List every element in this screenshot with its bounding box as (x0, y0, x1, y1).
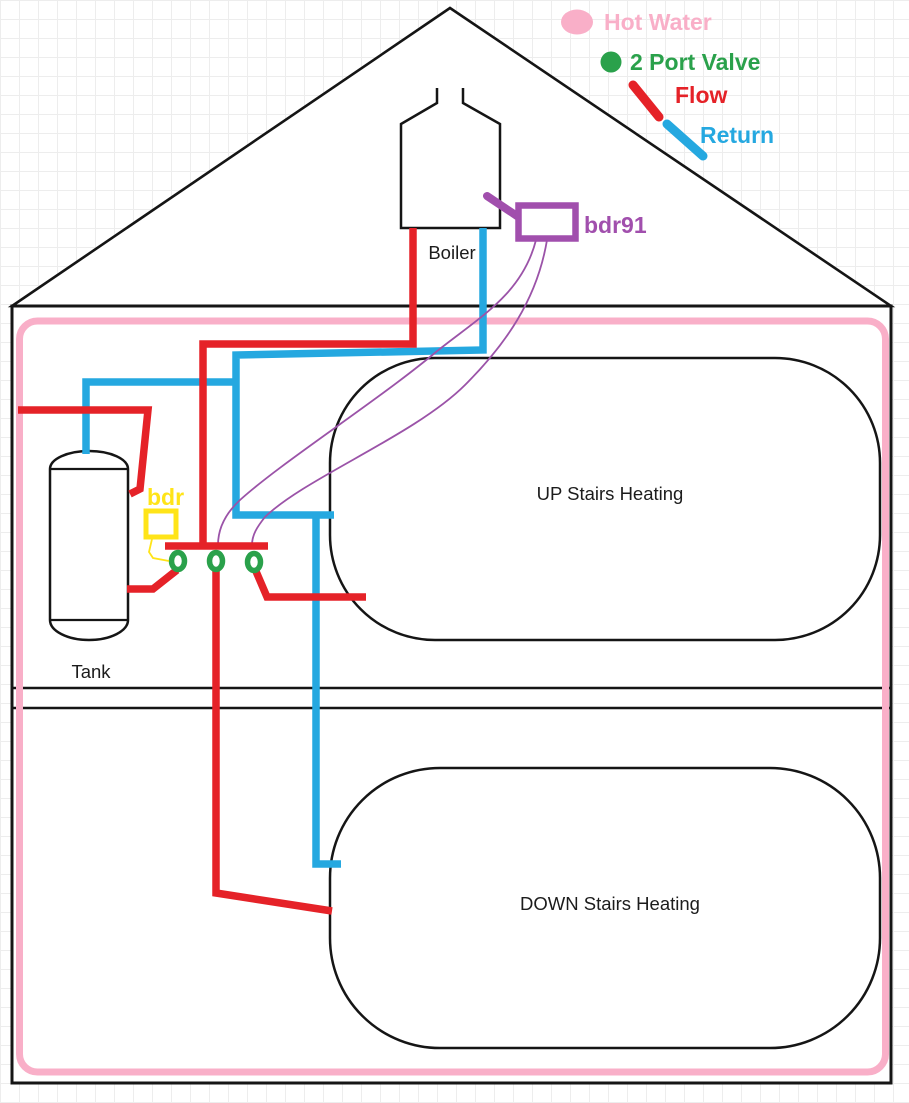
relay-wire-valve3 (251, 239, 548, 546)
tank-outline (48, 449, 130, 642)
hot-water-tank: Tank (48, 449, 130, 682)
boiler: Boiler (399, 88, 502, 263)
tank-end-seams (50, 467, 128, 622)
bdr91-box-icon (515, 202, 579, 242)
legend-valve-label: 2 Port Valve (630, 49, 760, 75)
boiler-return-pipe (232, 228, 487, 519)
downstairs-heating-label: DOWN Stairs Heating (520, 893, 700, 914)
boiler-outline (399, 88, 502, 230)
hot-water-loop-border (16, 317, 889, 1076)
tank-coil-pipe (127, 567, 180, 593)
tank-label: Tank (71, 661, 111, 682)
flow-pipes (18, 80, 664, 915)
relay-wire-valve2 (217, 239, 537, 546)
boiler-relay: bdr91 (483, 192, 647, 242)
upstairs-heating-label: UP Stairs Heating (537, 483, 684, 504)
downstairs-flow-riser (212, 568, 333, 915)
bdr-box-icon (143, 508, 179, 540)
tank-relay: bdr (143, 484, 184, 562)
upstairs-flow-pipe (251, 567, 366, 601)
legend-return-label: Return (700, 122, 774, 148)
bdr91-label: bdr91 (584, 212, 647, 238)
valve-downstairs-icon (206, 549, 226, 573)
bdr-wire (148, 538, 170, 562)
relay-wires (217, 239, 548, 546)
legend-valve-icon (600, 51, 622, 73)
legend-hot-water-icon (561, 9, 593, 35)
two-port-valves (168, 549, 264, 574)
hot-water-flow-pipe (18, 406, 153, 498)
legend-flow-label: Flow (675, 82, 727, 108)
legend-flow-swatch (628, 80, 664, 122)
downstairs-return-riser (312, 515, 341, 868)
bdr-label: bdr (147, 484, 184, 510)
valve-upstairs-icon (244, 550, 264, 574)
legend: Hot Water 2 Port Valve Flow Return (561, 9, 774, 148)
boiler-label: Boiler (428, 242, 475, 263)
legend-return-swatch (662, 119, 708, 161)
valve-tank-icon (168, 549, 188, 573)
return-pipes (82, 119, 708, 868)
legend-hot-water-label: Hot Water (604, 9, 712, 35)
boiler-flow-pipe (199, 228, 417, 549)
upstairs-heating-zone (328, 356, 882, 642)
bdr91-arrow (483, 192, 521, 220)
tank-return-pipe (82, 378, 236, 454)
